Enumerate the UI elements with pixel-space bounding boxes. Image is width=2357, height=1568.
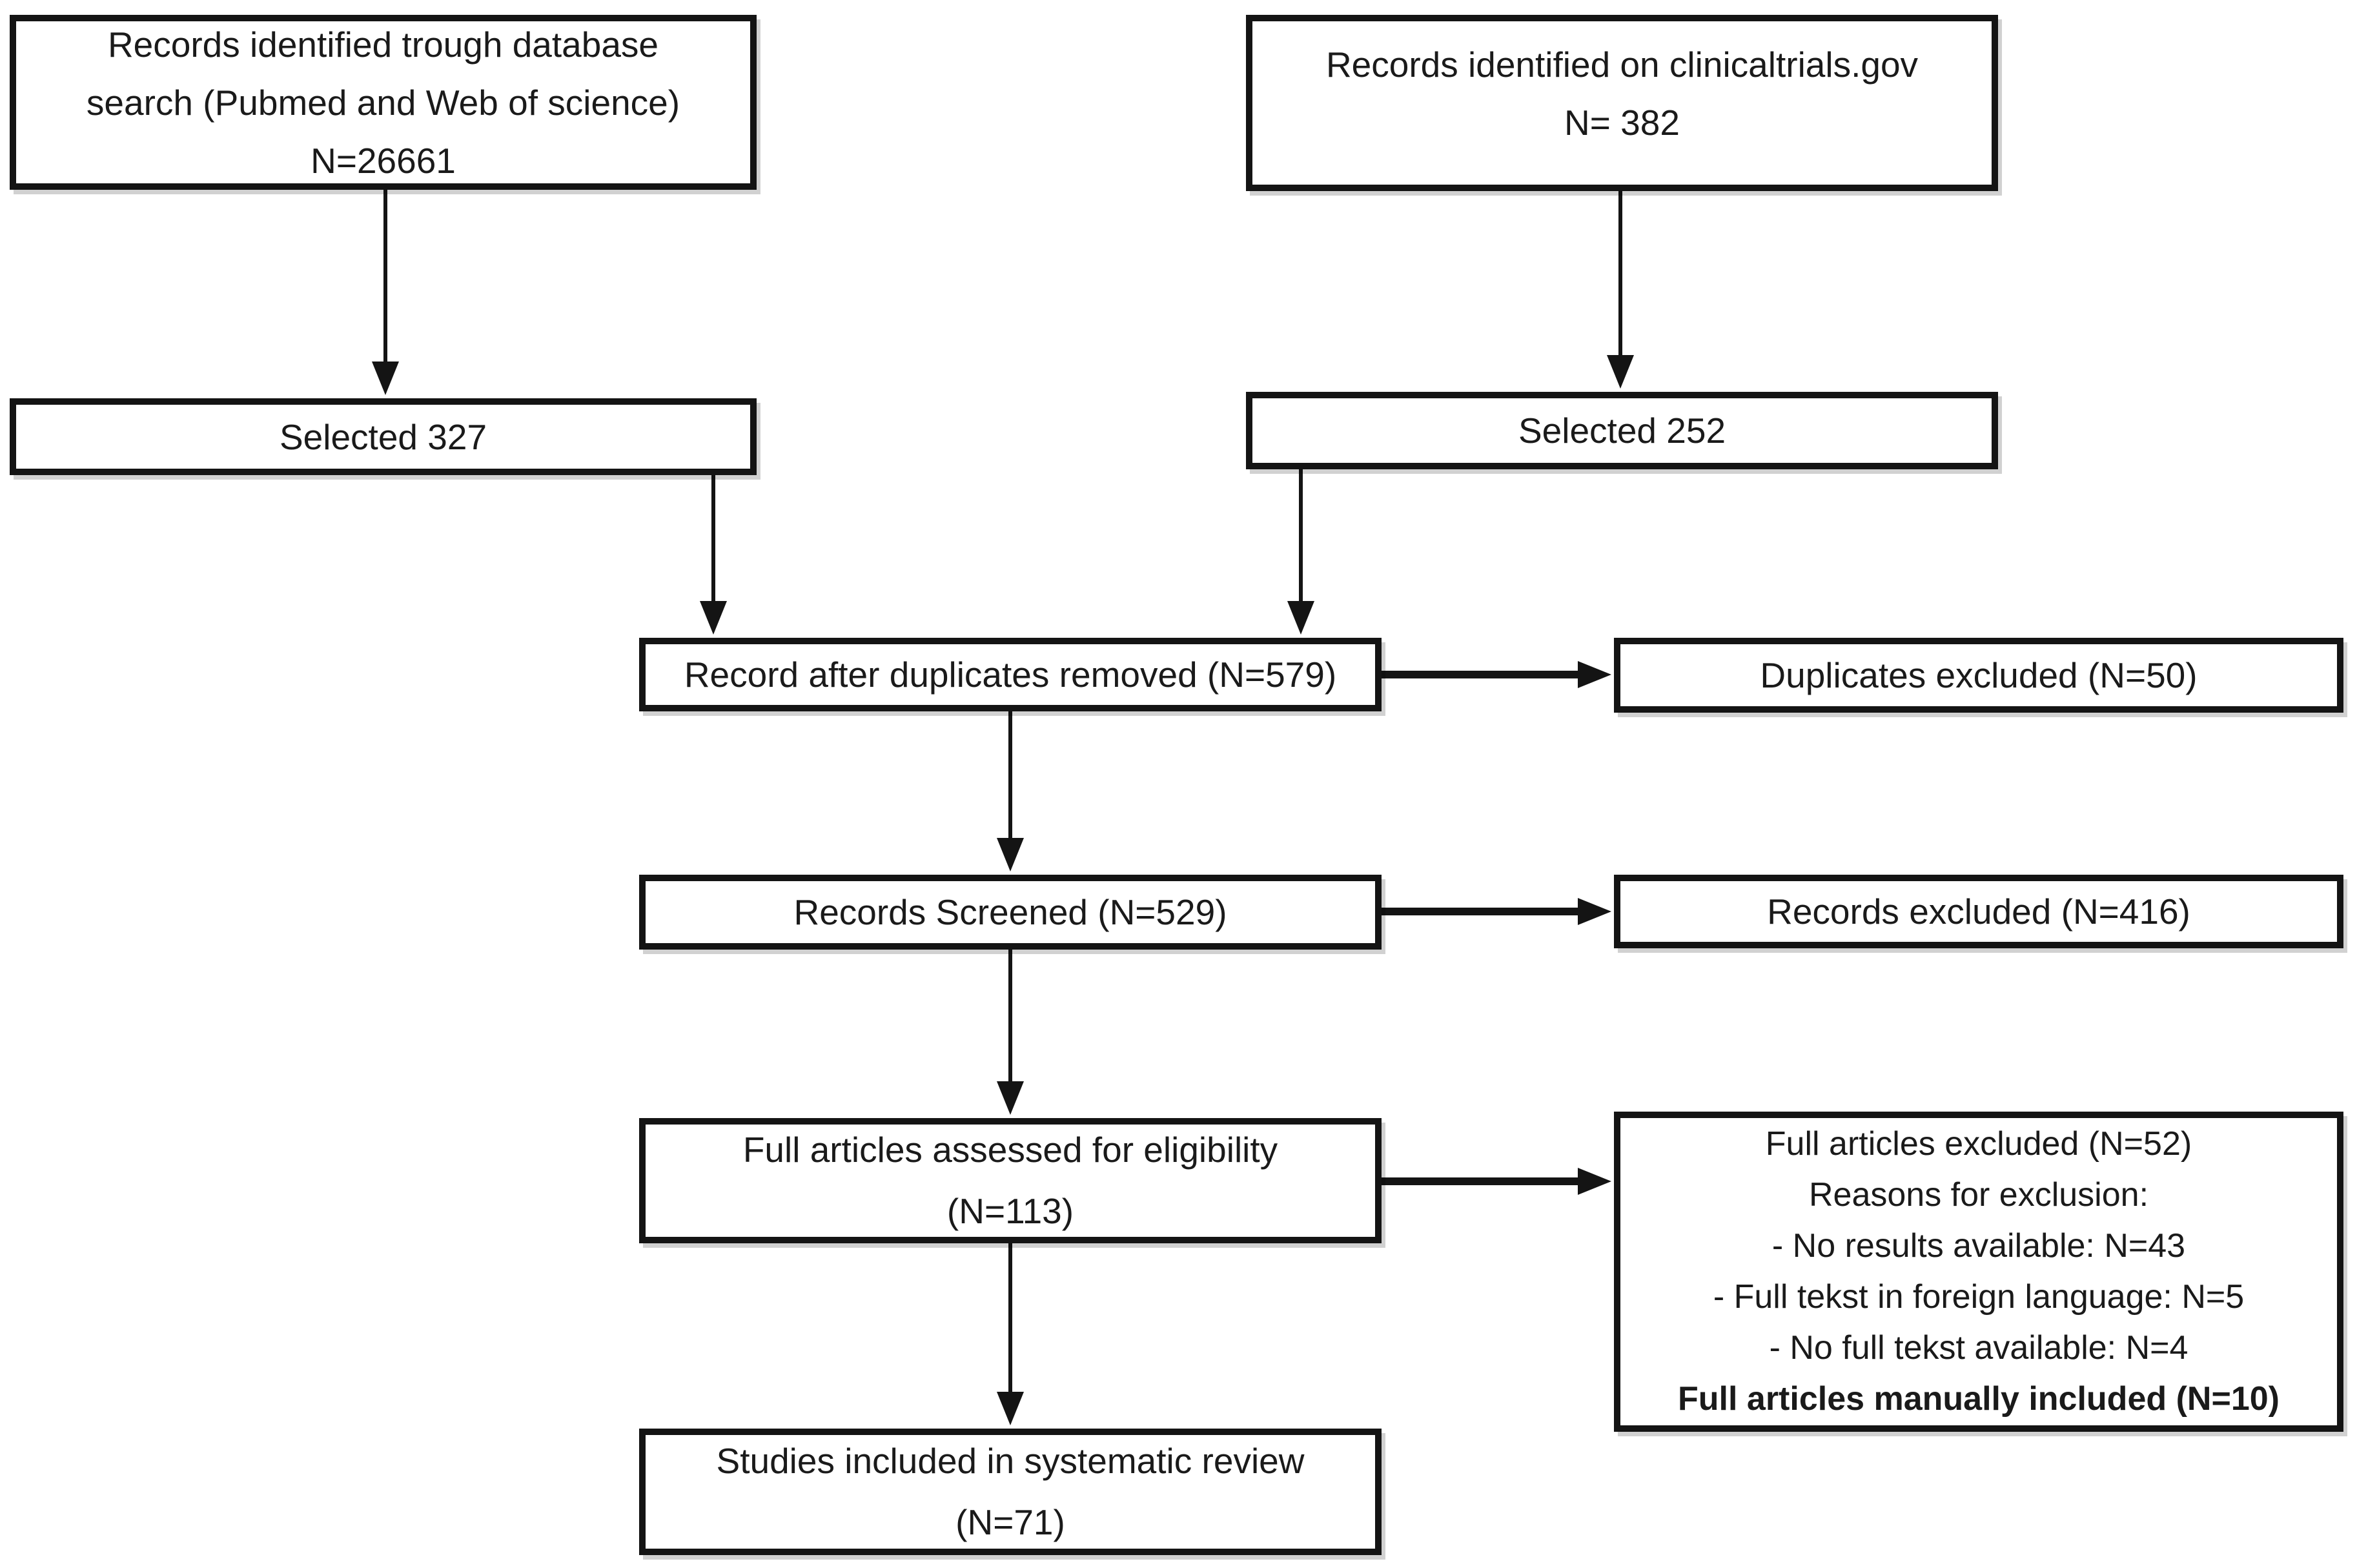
- box-text-line: N=26661: [311, 140, 456, 181]
- box-records-screened: Records Screened (N=529): [639, 875, 1382, 950]
- box-text-line: - No results available: N=43: [1771, 1227, 2186, 1265]
- arrow-eligibility-to-included: [997, 1243, 1024, 1425]
- box-records-identified-database: Records identified trough database searc…: [10, 15, 757, 190]
- box-record-after-duplicates-removed: Record after duplicates removed (N=579): [639, 638, 1382, 711]
- box-records-identified-clinicaltrials: Records identified on clinicaltrials.gov…: [1246, 15, 1998, 191]
- box-text-line: search (Pubmed and Web of science): [86, 82, 680, 123]
- box-selected-252: Selected 252: [1246, 392, 1998, 469]
- arrow-database-to-selected: [372, 190, 399, 395]
- box-text-line: Full articles assessed for eligibility: [742, 1130, 1278, 1170]
- box-text-line: Reasons for exclusion:: [1808, 1176, 2149, 1214]
- arrow-eligibility-to-full-excluded: [1382, 1168, 1611, 1195]
- box-text-line: Full articles excluded (N=52): [1765, 1125, 2192, 1163]
- box-full-articles-excluded: Full articles excluded (N=52) Reasons fo…: [1614, 1112, 2343, 1432]
- arrow-selected252-to-dedup: [1287, 469, 1314, 635]
- box-text-line: Records Screened (N=529): [793, 892, 1227, 932]
- box-text-line: Records excluded (N=416): [1767, 891, 2190, 932]
- box-text-line: - No full tekst available: N=4: [1769, 1329, 2189, 1367]
- box-text-line: (N=113): [946, 1191, 1074, 1231]
- arrow-dedup-to-duplicates-excluded: [1382, 661, 1611, 688]
- arrow-selected327-to-dedup: [700, 475, 727, 635]
- box-text-line: Duplicates excluded (N=50): [1760, 655, 2198, 695]
- arrow-screened-to-records-excluded: [1382, 898, 1611, 925]
- box-full-articles-assessed: Full articles assessed for eligibility (…: [639, 1118, 1382, 1243]
- box-duplicates-excluded: Duplicates excluded (N=50): [1614, 638, 2343, 713]
- box-studies-included: Studies included in systematic review (N…: [639, 1429, 1382, 1555]
- box-selected-327: Selected 327: [10, 398, 757, 475]
- arrow-dedup-to-screened: [997, 711, 1024, 871]
- box-text-line: Records identified trough database: [107, 24, 659, 65]
- box-text-line: N= 382: [1564, 103, 1680, 143]
- box-text-line: Selected 327: [279, 416, 487, 457]
- arrow-screened-to-eligibility: [997, 950, 1024, 1115]
- box-records-excluded: Records excluded (N=416): [1614, 875, 2343, 948]
- box-text-line: Studies included in systematic review: [716, 1441, 1305, 1481]
- box-text-line: Record after duplicates removed (N=579): [684, 655, 1337, 695]
- box-text-line: (N=71): [955, 1502, 1065, 1542]
- box-text-line: Selected 252: [1518, 411, 1726, 451]
- arrow-clinicaltrials-to-selected: [1607, 191, 1634, 389]
- box-text-line-bold: Full articles manually included (N=10): [1678, 1380, 2280, 1418]
- box-text-line: Records identified on clinicaltrials.gov: [1325, 45, 1919, 85]
- box-text-line: - Full tekst in foreign language: N=5: [1713, 1278, 2245, 1316]
